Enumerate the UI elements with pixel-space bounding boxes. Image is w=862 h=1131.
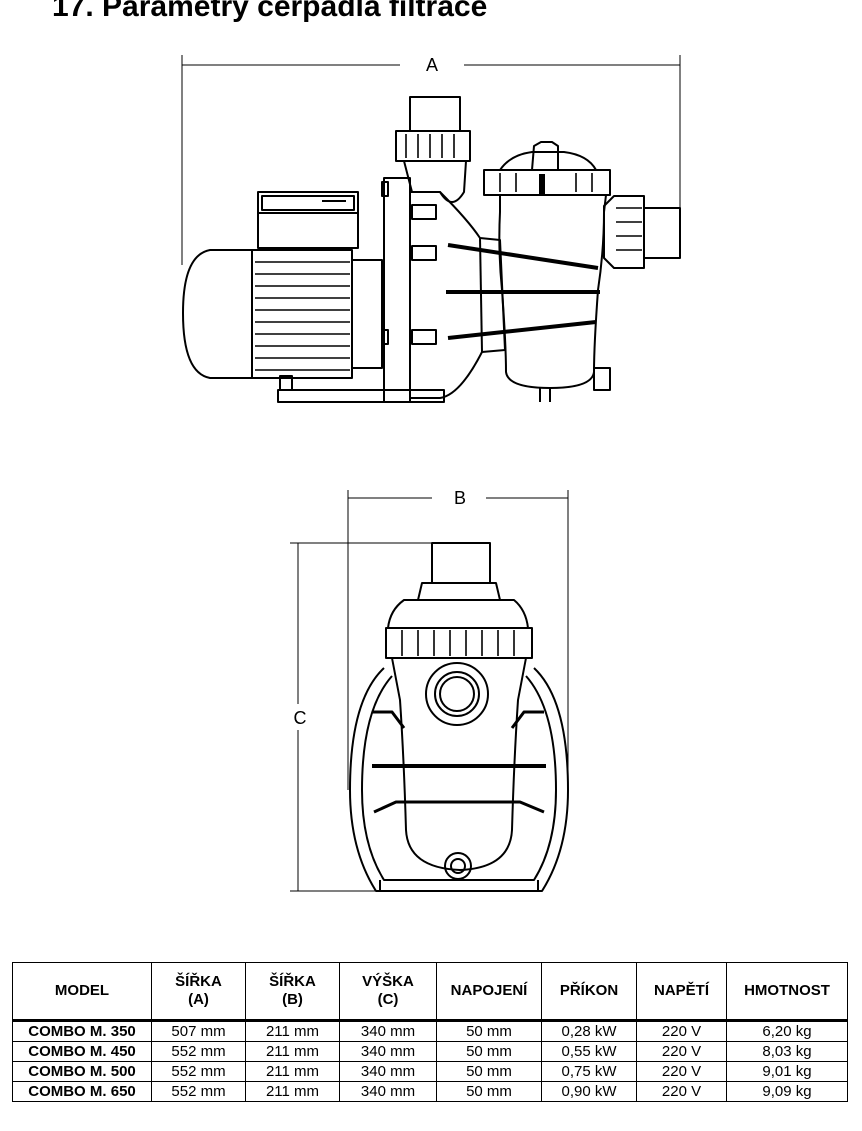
table-cell: 220 V bbox=[636, 1020, 727, 1042]
pump-base bbox=[277, 177, 445, 403]
table-cell-model: COMBO M. 650 bbox=[12, 1081, 152, 1102]
header-height-c: VÝŠKA (C) bbox=[362, 973, 414, 1008]
table-cell: 340 mm bbox=[339, 1081, 437, 1102]
column-header: VÝŠKA (C) bbox=[339, 962, 437, 1022]
table-row: COMBO M. 450 552 mm 211 mm 340 mm 50 mm … bbox=[12, 1041, 848, 1062]
front-prefilter bbox=[372, 657, 546, 891]
dimension-b bbox=[347, 490, 569, 790]
front-outlet bbox=[385, 542, 533, 659]
column-header: NAPOJENÍ bbox=[436, 962, 542, 1022]
table-cell: 552 mm bbox=[151, 1061, 246, 1082]
dimension-c-label: C bbox=[294, 708, 307, 728]
table-cell: 552 mm bbox=[151, 1041, 246, 1062]
table-cell: 50 mm bbox=[436, 1061, 542, 1082]
pump-side-view: A bbox=[181, 55, 681, 403]
pump-technical-drawing: A bbox=[181, 55, 681, 892]
table-row: COMBO M. 350 507 mm 211 mm 340 mm 50 mm … bbox=[12, 1020, 848, 1042]
table-cell: 552 mm bbox=[151, 1081, 246, 1102]
inlet-pipe bbox=[603, 195, 681, 269]
table-cell: 340 mm bbox=[339, 1020, 437, 1042]
table-cell: 220 V bbox=[636, 1081, 727, 1102]
front-housing bbox=[349, 667, 569, 892]
table-cell-model: COMBO M. 350 bbox=[12, 1020, 152, 1042]
column-header: MODEL bbox=[12, 962, 152, 1022]
table-cell: 50 mm bbox=[436, 1081, 542, 1102]
table-cell: 50 mm bbox=[436, 1041, 542, 1062]
column-header: NAPĚTÍ bbox=[636, 962, 727, 1022]
table-cell: 211 mm bbox=[245, 1041, 340, 1062]
table-cell: 0,28 kW bbox=[541, 1020, 637, 1042]
table-cell: 8,03 kg bbox=[726, 1041, 848, 1062]
table-cell: 0,75 kW bbox=[541, 1061, 637, 1082]
table-cell-model: COMBO M. 500 bbox=[12, 1061, 152, 1082]
table-row: COMBO M. 650 552 mm 211 mm 340 mm 50 mm … bbox=[12, 1081, 848, 1102]
dimension-b-label: B bbox=[454, 488, 466, 508]
terminal-box bbox=[257, 191, 359, 249]
dimension-c bbox=[290, 542, 432, 892]
column-header: PŘÍKON bbox=[541, 962, 637, 1022]
dimension-a-label: A bbox=[426, 55, 438, 75]
table-cell: 340 mm bbox=[339, 1041, 437, 1062]
motor bbox=[182, 249, 383, 379]
pump-housing bbox=[409, 191, 506, 399]
table-cell: 0,90 kW bbox=[541, 1081, 637, 1102]
column-header: ŠÍŘKA (B) bbox=[245, 962, 340, 1022]
table-row: COMBO M. 500 552 mm 211 mm 340 mm 50 mm … bbox=[12, 1061, 848, 1082]
table-cell: 211 mm bbox=[245, 1081, 340, 1102]
table-cell: 0,55 kW bbox=[541, 1041, 637, 1062]
header-width-b: ŠÍŘKA (B) bbox=[269, 973, 316, 1008]
header-width-a: ŠÍŘKA (A) bbox=[175, 973, 222, 1008]
table-cell: 6,20 kg bbox=[726, 1020, 848, 1042]
table-cell: 220 V bbox=[636, 1061, 727, 1082]
table-cell: 220 V bbox=[636, 1041, 727, 1062]
column-header: HMOTNOST bbox=[726, 962, 848, 1022]
table-header-row: MODEL ŠÍŘKA (A) ŠÍŘKA (B) VÝŠKA (C) NAPO… bbox=[12, 962, 848, 1022]
table-cell: 507 mm bbox=[151, 1020, 246, 1042]
table-cell: 211 mm bbox=[245, 1020, 340, 1042]
table-cell: 211 mm bbox=[245, 1061, 340, 1082]
table-cell: 50 mm bbox=[436, 1020, 542, 1042]
dimension-a bbox=[181, 55, 681, 265]
pump-front-view: B C bbox=[290, 488, 569, 892]
table-cell: 9,09 kg bbox=[726, 1081, 848, 1102]
table-cell: 340 mm bbox=[339, 1061, 437, 1082]
column-header: ŠÍŘKA (A) bbox=[151, 962, 246, 1022]
table-cell: 9,01 kg bbox=[726, 1061, 848, 1082]
prefilter bbox=[446, 141, 611, 402]
specs-table: MODEL ŠÍŘKA (A) ŠÍŘKA (B) VÝŠKA (C) NAPO… bbox=[12, 962, 848, 1102]
page-title: 17. Parametry čerpadla filtrace bbox=[52, 0, 488, 23]
table-cell-model: COMBO M. 450 bbox=[12, 1041, 152, 1062]
outlet-pipe bbox=[395, 96, 471, 203]
